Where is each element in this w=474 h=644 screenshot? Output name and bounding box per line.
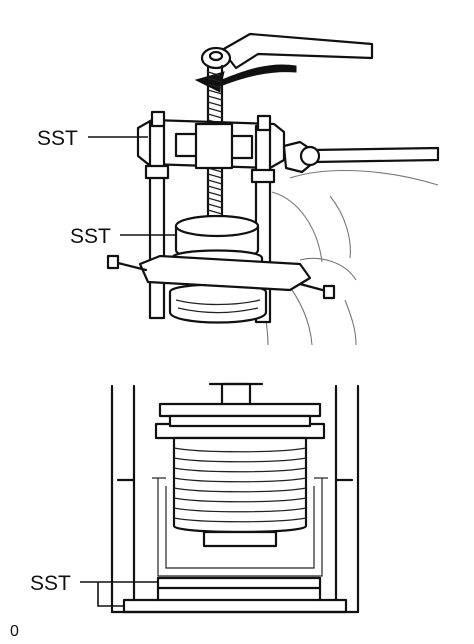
lower-illustration: SST xyxy=(30,382,360,614)
top-piston xyxy=(208,382,264,408)
inner-holder xyxy=(152,477,328,577)
puller-crossbar xyxy=(136,118,286,170)
boot-ribs xyxy=(173,447,307,523)
upper-wrench xyxy=(200,32,374,70)
upper-flange xyxy=(154,402,326,440)
ribbed-boot xyxy=(172,436,308,548)
lower-clamp-bar xyxy=(106,254,336,300)
label-sst-spacer: SST xyxy=(70,225,111,248)
figure-number: 0 xyxy=(10,623,19,640)
upper-illustration: SST SST xyxy=(37,32,440,346)
sst-base-plate xyxy=(156,576,322,602)
label-sst-base: SST xyxy=(30,572,71,595)
side-wrench xyxy=(282,140,440,174)
label-sst-puller: SST xyxy=(37,127,78,150)
vehicle-body-sketch xyxy=(261,169,439,346)
press-frame xyxy=(110,384,360,614)
leader-line-base-bracket xyxy=(97,582,124,607)
